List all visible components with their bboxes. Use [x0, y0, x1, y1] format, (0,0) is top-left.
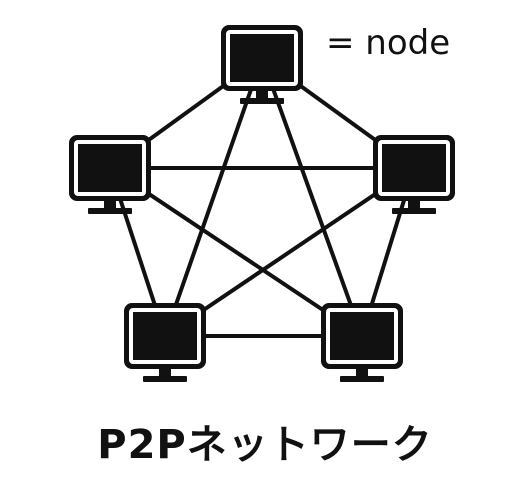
- edge-right-bottom-left: [163, 166, 416, 338]
- computer-monitor-icon: [69, 135, 151, 214]
- computer-monitor-icon: [321, 303, 403, 382]
- diagram-caption: P2Pネットワーク: [97, 422, 433, 468]
- edge-left-bottom-right: [108, 166, 364, 338]
- network-nodes: [69, 25, 455, 382]
- computer-monitor-icon: [221, 25, 303, 104]
- edge-top-bottom-right: [260, 57, 364, 337]
- computer-monitor-icon: [373, 135, 455, 214]
- computer-monitor-icon: [124, 303, 206, 382]
- legend-label: = node: [326, 23, 451, 63]
- edge-top-bottom-left: [163, 57, 264, 337]
